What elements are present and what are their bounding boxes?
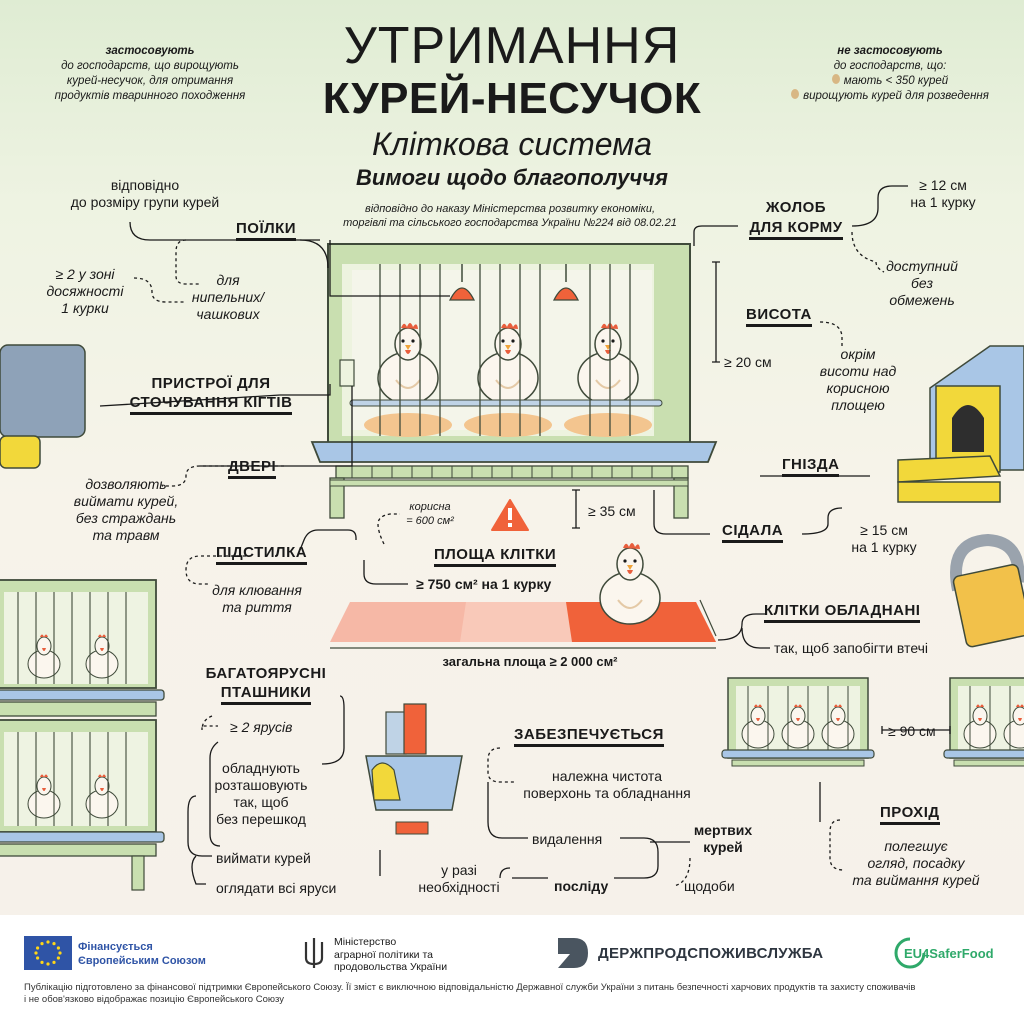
doors-label: ДВЕРІ [228, 458, 277, 479]
eu-flag-icon [24, 936, 72, 970]
equipped-note: так, щоб запобігти втечі [774, 640, 929, 656]
drinkers-reach-note: ≥ 2 у зоні досяжності 1 курки [46, 266, 124, 316]
feeder-access-note: доступний без обмежень [886, 258, 958, 308]
area-per-hen: ≥ 750 см² на 1 курку [416, 576, 552, 592]
tiers-note: обладнують розташовують так, щоб без пер… [214, 760, 308, 827]
dps-text: ДЕРЖПРОДСПОЖИВСЛУЖБА [598, 945, 824, 962]
doors-note: дозволяють виймати курей, без страждань … [73, 476, 179, 543]
applies-note: застосовують до господарств, що вирощуют… [54, 45, 246, 102]
title-line2: КУРЕЙ-НЕСУЧОК [322, 74, 702, 123]
warning-icon [491, 499, 529, 531]
removal-label: видалення [532, 831, 603, 847]
egg-icon [791, 89, 800, 99]
eu4safer-logo-icon [892, 936, 928, 970]
order-note: відповідно до наказу Міністерства розвит… [343, 203, 677, 229]
litter-note: для клювання та риття [212, 582, 302, 615]
title-line4: Вимоги щодо благополуччя [356, 165, 668, 190]
manure-label: посліду [554, 878, 609, 894]
padlock-illustration [950, 533, 1024, 648]
dps-logo-icon [556, 936, 590, 970]
tiers-action-2: оглядати всі яруси [216, 880, 337, 896]
perch-size-note: ≥ 15 см на 1 курку [851, 522, 917, 555]
nests-label: ГНІЗДА [782, 456, 840, 477]
trident-icon [302, 936, 326, 970]
claw-device-illustration [0, 344, 86, 469]
passage-gap: ≥ 90 см [888, 723, 936, 739]
area-mat-illustration [330, 542, 717, 649]
footer [0, 915, 1024, 1024]
feeder-label: ЖОЛОБ ДЛЯ КОРМУ [736, 198, 856, 240]
title-block: УТРИМАННЯ КУРЕЙ-НЕСУЧОК Кліткова система… [300, 18, 724, 192]
floor-gap-value: ≥ 35 см [588, 503, 636, 519]
title-line1: УТРИМАННЯ [343, 17, 681, 75]
drinkers-type-note: для нипельних/ чашкових [191, 272, 265, 322]
main-cage-illustration [310, 243, 718, 519]
passage-label: ПРОХІД [880, 804, 940, 825]
feeder-size-note: ≥ 12 см на 1 курку [910, 177, 976, 210]
egg-icon [831, 74, 840, 84]
equipped-label: КЛІТКИ ОБЛАДНАНІ [764, 602, 921, 623]
passage-cages-illustration [722, 678, 1024, 766]
eu4safer-text: EU4SaferFood [904, 946, 994, 961]
illustration-layer [0, 185, 1024, 891]
claws-label: ПРИСТРОЇ ДЛЯ СТОЧУВАННЯ КІГТІВ [126, 374, 296, 415]
dead-hens-label: мертвих курей [693, 822, 753, 855]
height-label: ВИСОТА [746, 306, 812, 327]
litter-label: ПІДСТИЛКА [216, 544, 308, 565]
cleaning-supplies-illustration [365, 703, 463, 835]
tiers-count: ≥ 2 ярусів [230, 719, 293, 735]
tiers-label: БАГАТОЯРУСНІ ПТАШНИКИ [196, 664, 336, 705]
title-line3: Кліткова система [372, 126, 652, 162]
height-note: окрім висоти над корисною площею [819, 346, 897, 413]
ministry-text: Міністерство аграрної політики та продов… [334, 936, 448, 973]
drinkers-label: ПОЇЛКИ [236, 220, 297, 241]
useful-area-note: корисна = 600 см² [406, 501, 454, 527]
multitier-cages-illustration [0, 579, 165, 891]
if-needed-note: у разі необхідності [418, 862, 500, 895]
ensured-label: ЗАБЕЗПЕЧУЄТЬСЯ [514, 726, 664, 747]
total-area: загальна площа ≥ 2 000 см² [442, 654, 618, 669]
height-value: ≥ 20 см [724, 354, 772, 370]
eu-funding-text: Фінансується Європейським Союзом [78, 941, 206, 967]
disclaimer: Публікацію підготовлено за фінансової пі… [24, 982, 916, 1005]
nest-box-illustration [897, 345, 1024, 503]
not-applies-note: не застосовують до господарств, що: мают… [772, 44, 1008, 104]
drinkers-size-note: відповідно до розміру групи курей [70, 177, 220, 210]
tiers-action-1: виймати курей [216, 850, 311, 866]
perch-label: СІДАЛА [722, 522, 784, 543]
area-label: ПЛОЩА КЛІТКИ [434, 546, 557, 567]
passage-note: полегшує огляд, посадку та виймання куре… [852, 838, 980, 888]
cleanliness-note: належна чистота поверхонь та обладнання [523, 768, 691, 801]
daily-label: щодоби [684, 878, 735, 894]
connector-lines [99, 185, 951, 887]
